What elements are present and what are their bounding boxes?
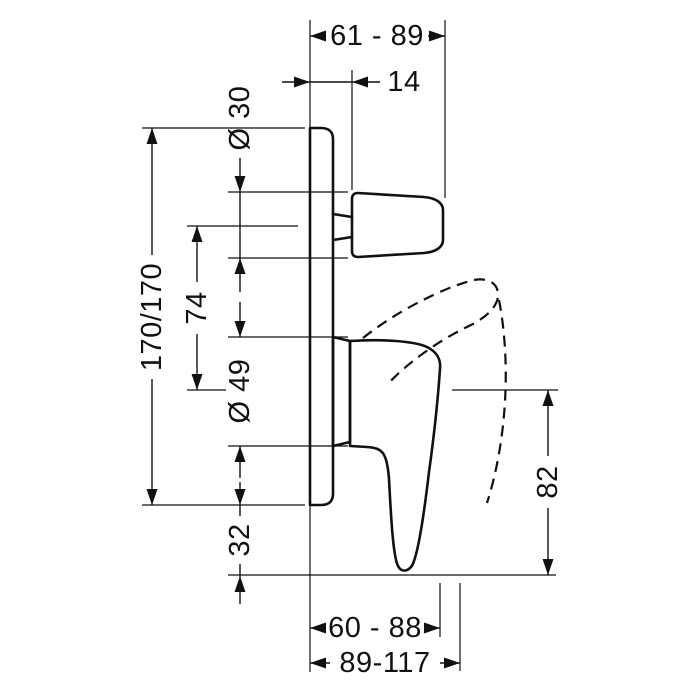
handle-body [350, 191, 445, 259]
dimension-label: 74 [181, 291, 213, 324]
dimension-label: 82 [532, 465, 564, 498]
dimension-label: 170/170 [136, 263, 168, 371]
dimension-label: 60 - 88 [328, 612, 422, 644]
dim-depth-total: 89-117 [310, 647, 460, 679]
dim-lever-overhang: 32 [224, 482, 256, 604]
dimension-label: Ø 49 [224, 359, 256, 424]
lever-raised-outline [362, 278, 500, 385]
fixture-outline [308, 126, 445, 572]
wall-plate [308, 126, 335, 507]
dimension-label: 61 - 89 [330, 20, 424, 52]
dim-lever-length: 82 [532, 390, 564, 575]
lever-swing-arc [485, 299, 507, 504]
dim-stem-length: 14 [282, 66, 420, 98]
dim-handle-diameter: Ø 30 [224, 86, 256, 292]
lever-dashed-position [362, 278, 507, 504]
dimension-label: 14 [387, 66, 420, 98]
dimension-label: 89-117 [339, 647, 430, 679]
dim-sleeve-diameter: Ø 49 [224, 302, 256, 478]
handle-stem [331, 212, 354, 242]
dim-projection: 61 - 89 [310, 20, 445, 52]
dim-depth-front: 60 - 88 [310, 612, 440, 644]
dim-axis-spacing: 74 [181, 226, 213, 390]
dimension-label: 32 [224, 523, 256, 556]
dim-plate-size: 170/170 [136, 128, 168, 505]
lever-handle [348, 338, 442, 572]
lever-sleeve [331, 335, 352, 448]
dimension-label: Ø 30 [224, 86, 256, 151]
